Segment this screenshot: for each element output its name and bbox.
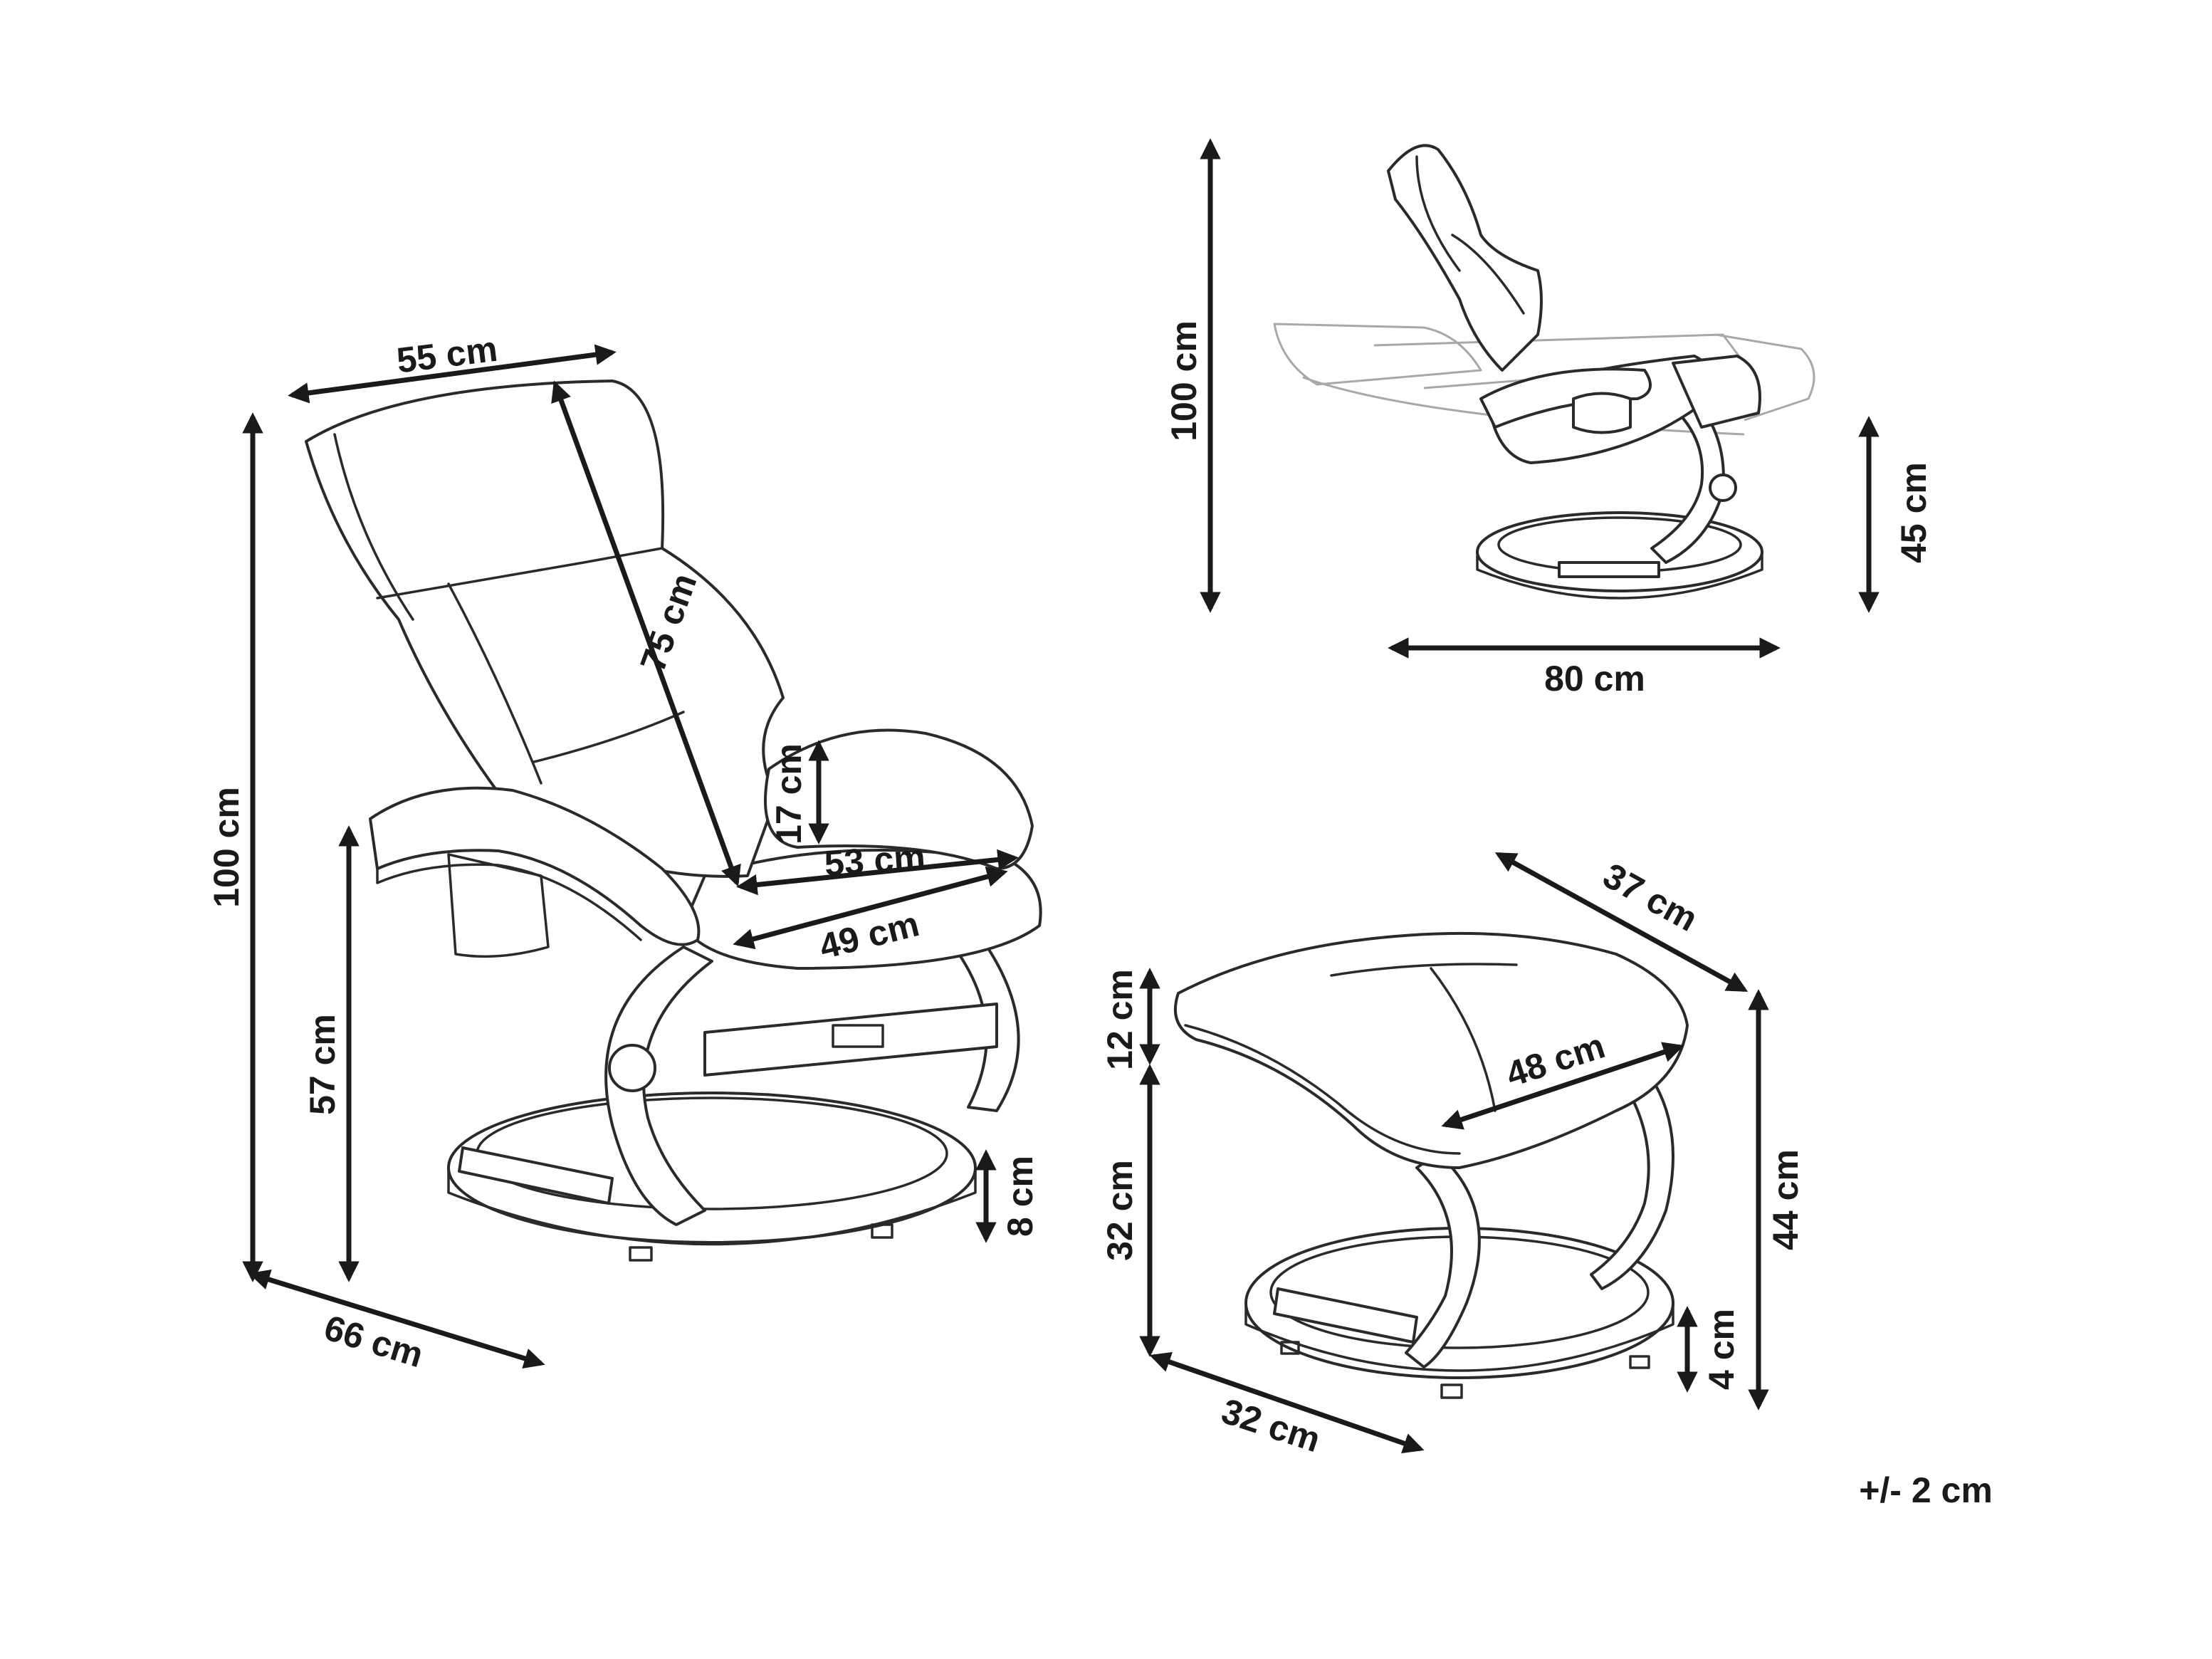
tolerance-note: +/- 2 cm [1859, 1470, 1993, 1510]
ottoman-base-height-label: 4 cm [1702, 1309, 1741, 1390]
chair-top-width-arrow [288, 344, 617, 404]
ottoman-total-height-label: 44 cm [1766, 1149, 1805, 1250]
ottoman-illustration [1173, 931, 1689, 1399]
chair-armrest-to-seat-label: 17 cm [769, 743, 809, 844]
chair-seat-width-label: 53 cm [823, 837, 926, 884]
chair-top-width-label: 55 cm [394, 329, 500, 381]
recline-height-label: 100 cm [1164, 320, 1204, 441]
chair-back-height-arrow [551, 380, 741, 887]
ottoman-depth-arrow [1149, 1351, 1425, 1454]
chair-depth-arrow [248, 1269, 545, 1369]
ottoman-width-arrow [1494, 852, 1749, 993]
recline-seat-height-label: 45 cm [1894, 462, 1934, 563]
ottoman-top-length-arrow [1441, 1042, 1684, 1130]
ottoman-depth-label: 32 cm [1217, 1391, 1325, 1460]
chair-base-height-label: 8 cm [1000, 1156, 1040, 1237]
recline-length-label: 80 cm [1544, 659, 1645, 698]
chair-armrest-height-label: 57 cm [303, 1014, 342, 1115]
chair-total-height-label: 100 cm [206, 787, 246, 908]
ottoman-cushion-height-label: 12 cm [1100, 969, 1140, 1070]
armchair-illustration [305, 380, 1042, 1262]
recline-dimensions: 100 cm 45 cm 80 cm [1164, 138, 1934, 698]
chair-seat-depth-arrow [733, 866, 1008, 950]
reclined-chair-illustration [1273, 144, 1815, 600]
ottoman-width-label: 37 cm [1597, 855, 1704, 939]
ottoman-frame-height-label: 32 cm [1100, 1160, 1140, 1261]
chair-depth-label: 66 cm [320, 1307, 428, 1375]
